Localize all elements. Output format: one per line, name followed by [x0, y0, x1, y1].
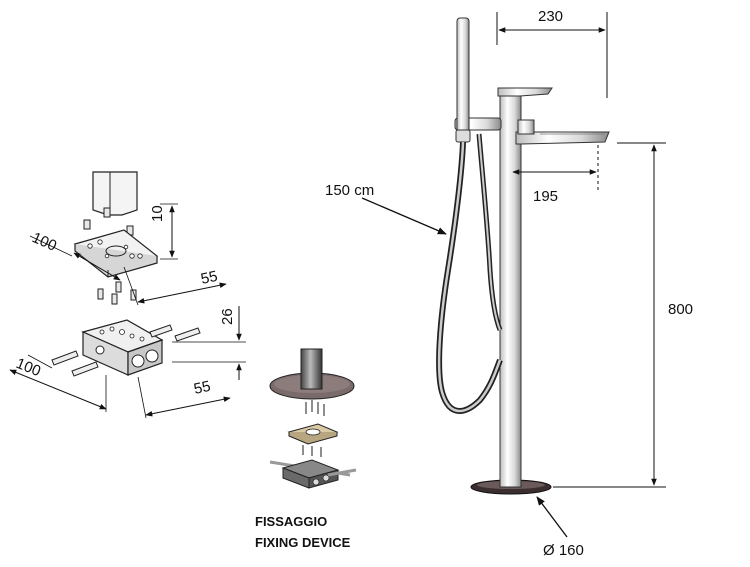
pipe-stub	[300, 348, 323, 390]
base-diameter-label: Ø 160	[543, 542, 584, 559]
base-diameter-callout: Ø 160	[536, 496, 584, 559]
dimension-195: 195	[512, 145, 599, 205]
fixing-device-illustration	[269, 348, 357, 489]
main-column	[499, 87, 522, 488]
dimension-800-label: 800	[668, 301, 693, 318]
floor-standing-faucet	[436, 17, 610, 495]
hose-length-callout: 150 cm	[325, 182, 447, 235]
dimension-800: 800	[553, 142, 693, 488]
dimension-195-label: 195	[533, 188, 558, 205]
spout	[515, 131, 610, 145]
fixing-block-assembly: 100 26 55	[9, 306, 246, 419]
handle-lever	[497, 87, 553, 97]
plate-depth-label: 55	[199, 268, 219, 288]
hose-length-label: 150 cm	[325, 182, 374, 199]
block-height-label: 26	[219, 308, 236, 325]
hand-shower	[456, 17, 470, 139]
mounting-plate-assembly: 100 10 55	[29, 171, 227, 306]
block-width-label: 100	[14, 355, 44, 380]
plate-thickness-label: 10	[149, 205, 166, 222]
dimension-230-label: 230	[538, 8, 563, 25]
caption-english: FIXING DEVICE	[255, 535, 351, 550]
caption-italian: FISSAGGIO	[255, 514, 327, 529]
plate-width-label: 100	[29, 229, 59, 255]
dimension-230: 230	[496, 8, 608, 98]
block-depth-label: 55	[192, 378, 212, 398]
